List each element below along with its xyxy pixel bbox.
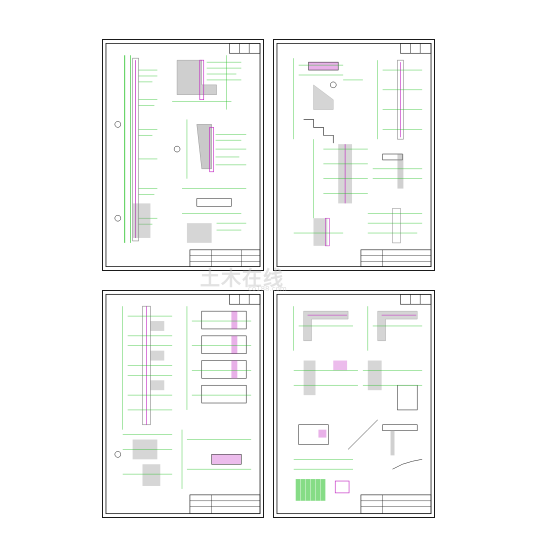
sheet-top-right[interactable] (273, 39, 435, 271)
sheet-top-left-drawing (105, 43, 261, 267)
sheet-top-left[interactable] (102, 39, 264, 271)
sheet-bottom-right-drawing (276, 293, 432, 515)
sheet-top-right-drawing (276, 43, 432, 267)
sheet-bottom-right[interactable] (273, 290, 435, 518)
sheet-bottom-left-drawing (105, 293, 261, 515)
sheet-bottom-left[interactable] (102, 290, 264, 518)
